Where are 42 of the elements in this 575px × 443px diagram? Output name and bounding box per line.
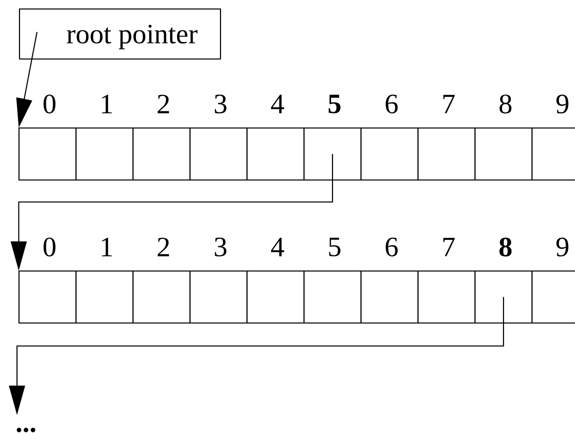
- array-cell: [474, 270, 533, 324]
- index-number: 7: [443, 238, 455, 256]
- index-number: 3: [214, 94, 226, 114]
- array-cell: [531, 127, 575, 181]
- index-number: 4: [271, 94, 284, 114]
- array-cell: [417, 270, 476, 324]
- array-cell: [75, 270, 134, 324]
- index-number: 6: [386, 94, 398, 114]
- array-cell: [531, 270, 575, 324]
- index-number: 6: [386, 238, 398, 256]
- array-cell: [18, 127, 77, 181]
- array-cell: [360, 127, 419, 181]
- array-cell: [132, 270, 191, 324]
- array-cell: [303, 270, 362, 324]
- array-cell: [417, 127, 476, 181]
- label-box: root pointer: [18, 8, 222, 60]
- index-number: 8: [499, 238, 512, 256]
- index-number: 2: [158, 94, 169, 114]
- index-number: 5: [328, 94, 340, 114]
- index-number: 0: [44, 94, 56, 114]
- index-number: 4: [271, 238, 284, 256]
- array-cell: [246, 127, 305, 181]
- array-cell: [75, 127, 134, 181]
- index-number: 8: [500, 94, 512, 114]
- array-cell: [474, 127, 533, 181]
- index-number: 9: [556, 94, 568, 114]
- index-number: 2: [158, 238, 169, 256]
- index-number: 9: [556, 238, 568, 256]
- array-cell: [18, 270, 77, 324]
- array-cell: [132, 127, 191, 181]
- array-cell: [246, 270, 305, 324]
- array-cell: [303, 127, 362, 181]
- index-number: 5: [329, 238, 340, 256]
- index-number: 7: [443, 94, 455, 114]
- index-number: 1: [102, 94, 112, 114]
- index-number: 1: [102, 238, 112, 256]
- index-number: 3: [214, 238, 226, 256]
- array-cell: [189, 127, 248, 181]
- ellipsis: ...: [16, 428, 36, 432]
- array-cell: [360, 270, 419, 324]
- array-cell: [189, 270, 248, 324]
- index-number: 0: [44, 238, 56, 256]
